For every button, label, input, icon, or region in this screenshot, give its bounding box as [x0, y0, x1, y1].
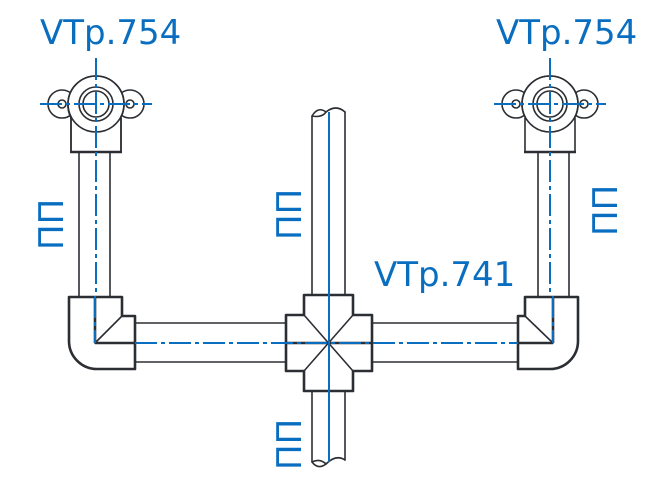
pipe-left-horizontal: [134, 322, 287, 363]
elbow-left: [67, 295, 137, 371]
material-label-pipe-left: ПП: [32, 199, 72, 250]
label-wall-plate-left: VTp.754: [40, 13, 181, 53]
pipe-right-vertical: [537, 152, 570, 297]
label-wall-plate-right: VTp.754: [496, 13, 637, 53]
material-label-pipe-right: ПП: [586, 185, 626, 236]
pipe-break-top: [311, 108, 327, 118]
elbow-right: [516, 295, 580, 371]
label-cross: VTp.741: [374, 255, 515, 295]
pipe-break-bottom: [311, 459, 327, 468]
material-label-pipe-center-top: ПП: [270, 189, 310, 240]
material-label-pipe-center-bottom: ПП: [270, 419, 310, 470]
pipe-right-horizontal: [371, 322, 519, 363]
pipe-center-vertical: [311, 107, 346, 468]
pipe-left-vertical: [78, 152, 111, 297]
